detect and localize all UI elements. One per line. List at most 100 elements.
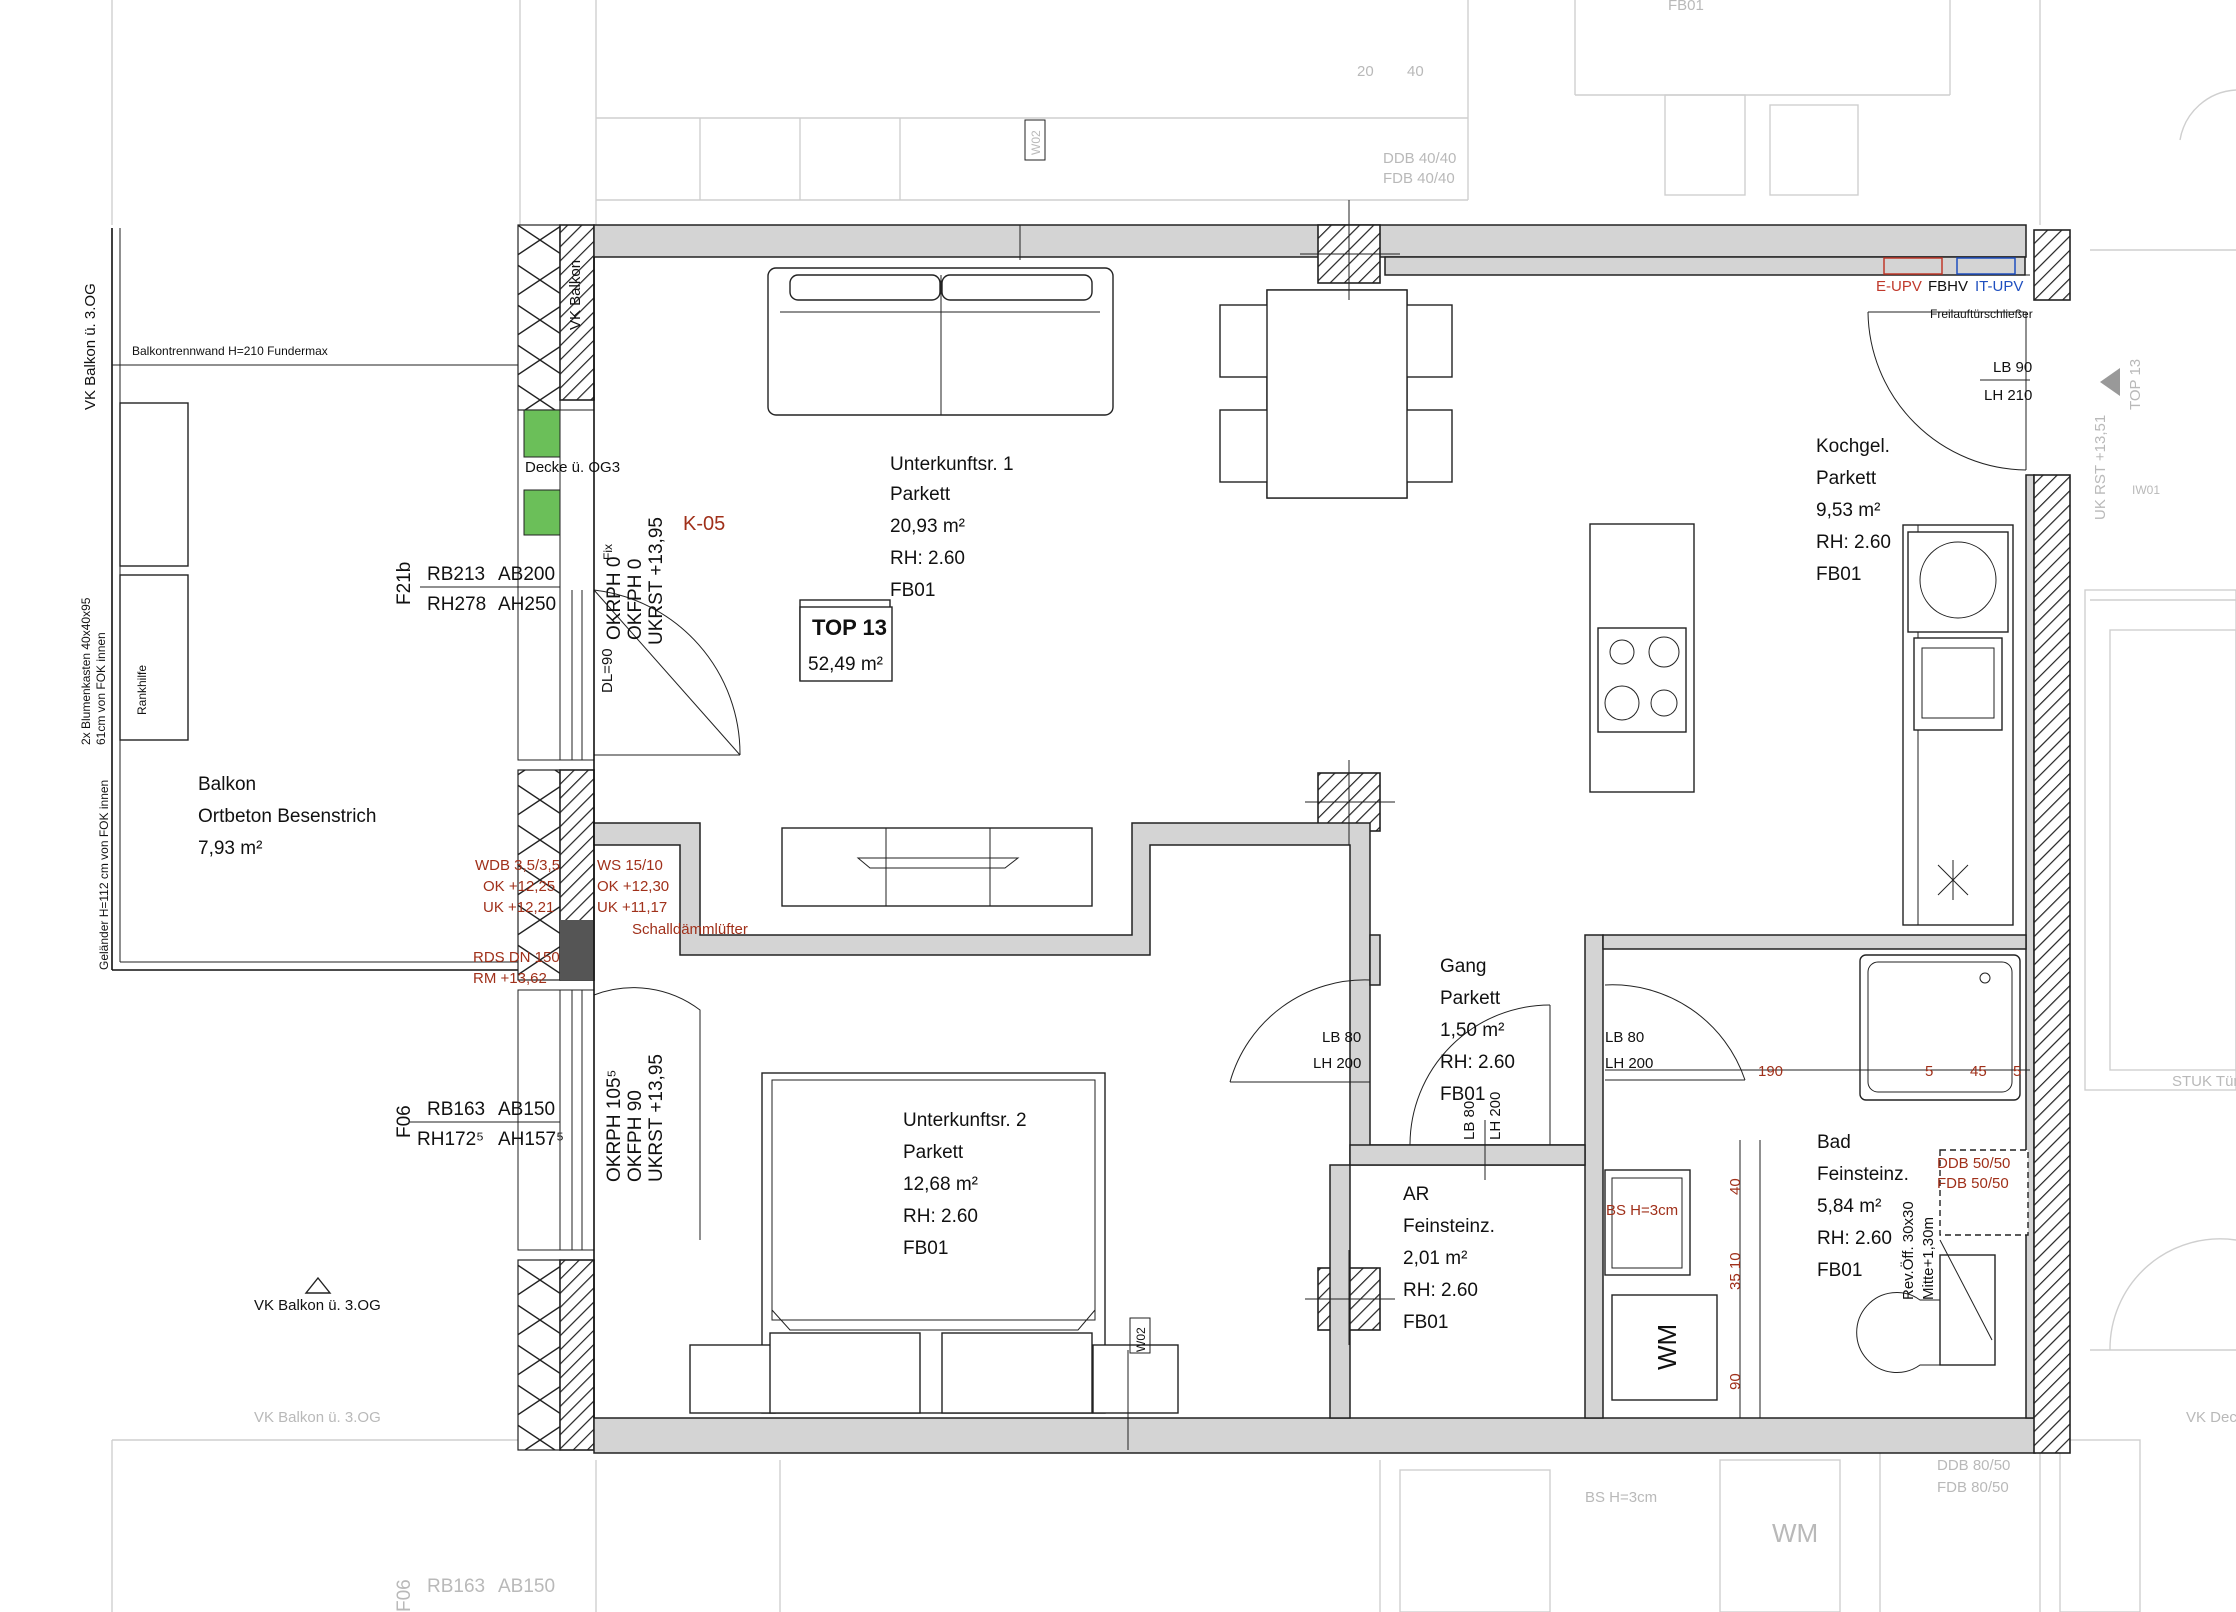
window-f21b-ukrst: UKRST +13,95 (646, 517, 667, 645)
freilauf-label: Freilauftürschließer (1930, 307, 2033, 321)
kitchen-counter (1867, 257, 2120, 926)
room-kitchen-name: Kochgel. (1816, 436, 1890, 457)
stuk-label: STUK Tür (2172, 1073, 2236, 1090)
left-wall (517, 224, 595, 1451)
room-kitchen-fb: FB01 (1816, 564, 1861, 585)
it-upv-label: IT-UPV (1975, 278, 2023, 295)
door-hall-right-lh: LH 200 (1605, 1055, 1653, 1072)
rev-label: Rev.Öff. 30x30 (1899, 1201, 1917, 1300)
balcony-outline (111, 228, 560, 971)
room-bath-floor: Feinsteinz. (1817, 1164, 1909, 1185)
room-kitchen-floor: Parkett (1816, 468, 1877, 489)
dim-45: 45 (1970, 1063, 1987, 1080)
top-13-vertical: TOP 13 (2127, 359, 2144, 410)
room-hall-name: Gang (1440, 956, 1486, 977)
ddb-bot-1: DDB 80/50 (1937, 1457, 2010, 1474)
wm-bot: WM (1772, 1518, 1818, 1548)
e-upv-label: E-UPV (1876, 278, 1922, 295)
window-f06-rb: RB163 (427, 1099, 485, 1120)
room-hall-fb: FB01 (1440, 1084, 1485, 1105)
door-entry-lh: LH 210 (1984, 387, 2032, 404)
room-storage-name: AR (1403, 1184, 1429, 1205)
fbhv-label: FBHV (1928, 278, 1968, 295)
door-ar-lh: LH 200 (1487, 1092, 1504, 1140)
f06-bot-tag: F06 (394, 1579, 415, 1612)
room-living-fb: FB01 (890, 580, 935, 601)
rds-line2: RM +13,62 (473, 970, 547, 987)
room-bath-rh: RH: 2.60 (1817, 1228, 1892, 1249)
top-13-label-box (799, 606, 893, 682)
window-f21b-rh: RH278 (427, 594, 486, 615)
room-storage-rh: RH: 2.60 (1403, 1280, 1478, 1301)
room-living-floor: Parkett (890, 484, 951, 505)
ws-line2: OK +12,30 (597, 878, 669, 895)
room-living-rh: RH: 2.60 (890, 548, 965, 569)
bs-bot: BS H=3cm (1585, 1489, 1657, 1506)
room-bath-fb: FB01 (1817, 1260, 1862, 1281)
hall-doors (1229, 979, 1746, 1180)
ws-line3: UK +11,17 (597, 899, 667, 916)
room-hall-area: 1,50 m² (1440, 1020, 1504, 1041)
ddb-top-2: FDB 40/40 (1383, 170, 1455, 187)
iw01-label: IW01 (2132, 483, 2160, 497)
room-kitchen-area: 9,53 m² (1816, 500, 1880, 521)
room-bedroom-area: 12,68 m² (903, 1174, 978, 1195)
room-storage-fb: FB01 (1403, 1312, 1448, 1333)
vk-marker-icon (304, 1276, 332, 1294)
window-f21b-rb: RB213 (427, 564, 485, 585)
window-f06-ukrst: UKRST +13,95 (646, 1054, 667, 1182)
window-f21b-okfph: OKFPH 0 (625, 559, 646, 640)
window-f06-ah: AH157⁵ (498, 1129, 564, 1150)
room-bedroom-name: Unterkunftsr. 2 (903, 1110, 1027, 1131)
room-bedroom-rh: RH: 2.60 (903, 1206, 978, 1227)
ws-line1: WS 15/10 (597, 857, 663, 874)
window-f21b-dl: DL=90 (599, 648, 616, 693)
window-f21b-ah: AH250 (498, 594, 556, 615)
balkontrennwand-label: Balkontrennwand H=210 Fundermax (132, 344, 328, 358)
window-f21b-ab: AB200 (498, 564, 555, 585)
dim-190: 190 (1758, 1063, 1783, 1080)
window-f21b-okrph: OKRPH 0 (604, 557, 625, 640)
mitte-label: Mitte+1,30m (1920, 1217, 1937, 1300)
room-bath-area: 5,84 m² (1817, 1196, 1881, 1217)
dim-5b: 5 (2013, 1063, 2021, 1080)
f06-bot-ab: AB150 (498, 1576, 555, 1597)
room-kitchen-rh: RH: 2.60 (1816, 532, 1891, 553)
door-hall-right-lb: LB 80 (1605, 1029, 1644, 1046)
top-13-area: 52,49 m² (808, 654, 883, 675)
vk-decke-label: VK Decke (2186, 1409, 2236, 1426)
blumenkasten-line2: 61cm von FOK innen (94, 632, 108, 745)
top-13-title: TOP 13 (812, 615, 887, 640)
window-f06-tag: F06 (394, 1105, 415, 1138)
window-f06-ab: AB150 (498, 1099, 555, 1120)
vk-balkon-vertical: VK Balkon ü. 3.OG (82, 283, 99, 410)
door-hall-left-lh: LH 200 (1313, 1055, 1361, 1072)
dim-40: 40 (1727, 1178, 1744, 1195)
blumenkasten-line1: 2x Blumenkasten 40x40x95 (79, 597, 93, 745)
ddb-bot-2: FDB 80/50 (1937, 1479, 2009, 1496)
room-bedroom-floor: Parkett (903, 1142, 964, 1163)
vk-balkon-label: VK Balkon ü. 3.OG (254, 1297, 381, 1314)
room-living-area: 20,93 m² (890, 516, 965, 537)
bs-label: BS H=3cm (1606, 1202, 1678, 1219)
uk-rst-vertical: UK RST +13,51 (2092, 415, 2109, 520)
room-storage-area: 2,01 m² (1403, 1248, 1467, 1269)
wm-label: WM (1652, 1324, 1682, 1370)
window-f06-rh: RH172⁵ (417, 1129, 484, 1150)
walls (593, 224, 2071, 1454)
schall-label: Schalldämmlüfter (632, 921, 748, 938)
ddb-top-1: DDB 40/40 (1383, 150, 1456, 167)
door-ar-lb: LB 80 (1461, 1101, 1478, 1140)
furniture-living (767, 267, 1695, 907)
gelaender-label: Geländer H=112 cm von FOK innen (97, 780, 111, 970)
top-dim-40: 40 (1407, 63, 1424, 80)
f06-bot-rb: RB163 (427, 1576, 485, 1597)
dim-35-10: 35 10 (1727, 1252, 1744, 1290)
w02-label-top: W02 (1029, 130, 1043, 155)
room-balcony-name: Balkon (198, 774, 256, 795)
room-hall-floor: Parkett (1440, 988, 1501, 1009)
room-bedroom-fb: FB01 (903, 1238, 948, 1259)
context-lines (111, 0, 2236, 1612)
ddb-label: DDB 50/50 (1937, 1155, 2010, 1172)
